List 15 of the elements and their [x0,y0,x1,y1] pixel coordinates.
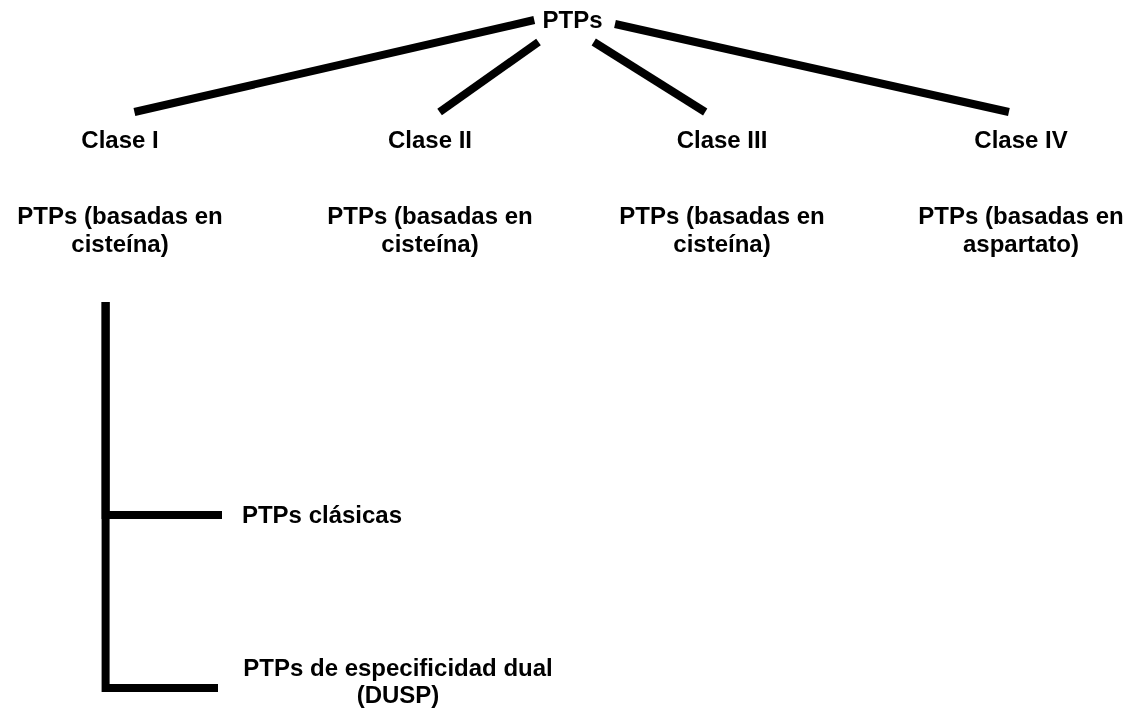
node-body-text: PTPs (basadas en cisteína) [618,202,826,258]
connector-line [437,38,541,116]
node-label: PTPs clásicas [241,501,403,529]
node-body-text: PTPs (basadas en aspartato) [917,202,1125,258]
node-heading: Clase II [387,126,472,154]
node-label: PTPs de especificidad dual (DUSP) [242,654,554,708]
connector-line [591,38,708,116]
connector-line [614,20,1010,116]
node-heading: Clase IV [974,126,1068,154]
node-body-text: PTPs (basadas en cisteína) [326,202,534,258]
node-heading: Clase I [81,126,159,154]
node-label: PTPs [542,6,603,34]
node-body-text: PTPs (basadas en cisteína) [16,202,224,258]
node-heading: Clase III [676,126,768,154]
connector-line [133,16,536,116]
